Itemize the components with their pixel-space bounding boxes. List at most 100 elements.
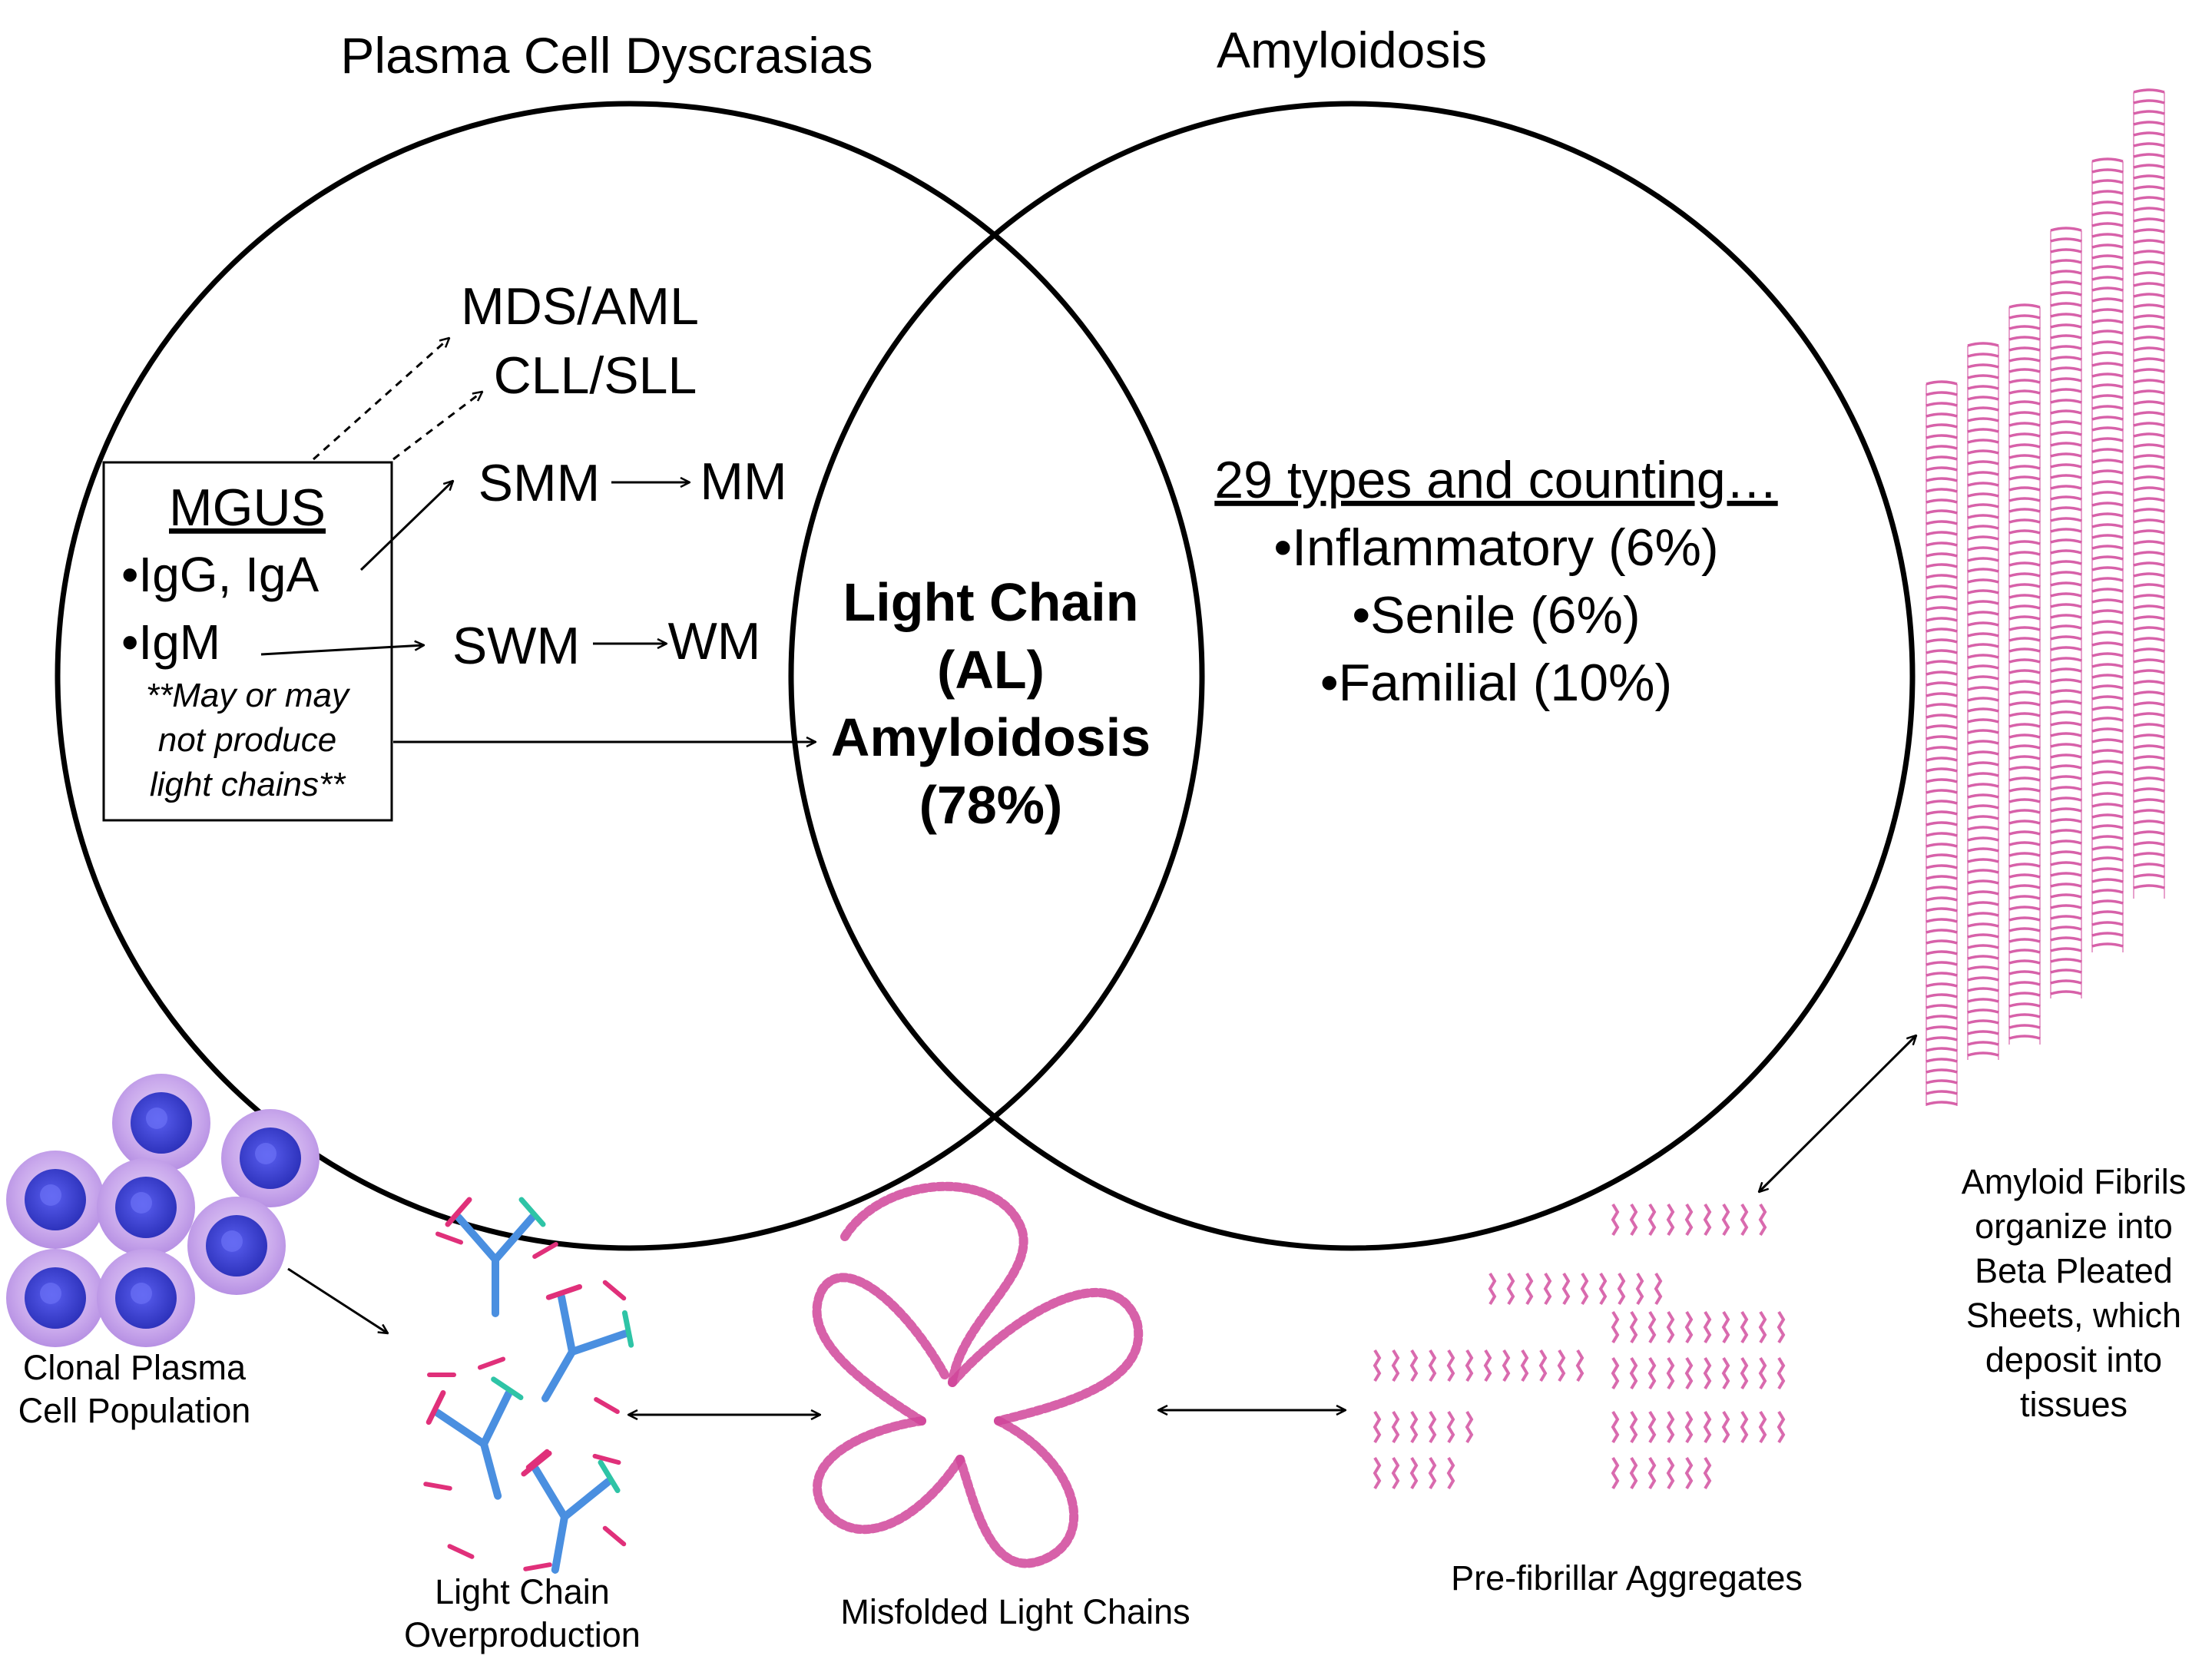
free-light-chain	[532, 1242, 558, 1259]
aggregate-pleat	[1575, 1349, 1584, 1382]
aggregate-pleat	[1647, 1310, 1657, 1344]
aggregate-pleat	[1647, 1356, 1657, 1390]
aggregate-pleat	[1483, 1349, 1492, 1382]
aggregate-pleat	[1666, 1203, 1675, 1237]
aggregate-pleat	[1666, 1310, 1675, 1344]
arrow-igm-to-swm	[260, 645, 424, 656]
free-light-chain	[525, 1449, 550, 1470]
label-mds-aml: MDS/AML	[461, 277, 699, 336]
clonal-label-line2: Cell Population	[18, 1391, 251, 1430]
aggregate-pleat	[1428, 1410, 1437, 1444]
al-line4: (78%)	[919, 775, 1063, 835]
aggregate-pleat	[1703, 1310, 1712, 1344]
misfolded-chain-ribbon	[955, 1416, 1079, 1568]
free-light-chain	[592, 1453, 621, 1465]
aggregate-pleat	[1647, 1203, 1657, 1237]
aggregate-pleat	[1611, 1203, 1620, 1237]
amyloid-familial: •Familial (10%)	[1320, 654, 1672, 712]
aggregate-pleat	[1758, 1203, 1767, 1237]
beta-sheet-column	[2050, 227, 2082, 998]
label-cll-sll: CLL/SLL	[494, 346, 697, 405]
beta-sheet-column	[1967, 342, 1999, 1060]
free-light-chain	[602, 1280, 627, 1301]
aggregate-pleat	[1666, 1410, 1675, 1444]
aggregate-pleat	[1740, 1410, 1749, 1444]
beta-sheet-column	[2008, 303, 2041, 1045]
label-mm: MM	[700, 452, 786, 511]
aggregate-pleat	[1635, 1272, 1644, 1306]
overproduction-label-line2: Overproduction	[404, 1615, 641, 1654]
aggregate-pleat	[1446, 1349, 1455, 1382]
antibody	[541, 1283, 634, 1402]
overproduction-label-line1: Light Chain	[435, 1572, 610, 1611]
plasma-cell	[112, 1074, 210, 1172]
amyloid-inflammatory: •Inflammatory (6%)	[1273, 518, 1718, 577]
aggregate-pleat	[1543, 1272, 1552, 1306]
fibrils-label-line6: tissues	[2020, 1385, 2128, 1424]
aggregate-pleat	[1703, 1410, 1712, 1444]
aggregate-pleat	[1684, 1456, 1694, 1490]
misfolded-chain-ribbon	[813, 1416, 965, 1535]
aggregate-pleat	[1465, 1410, 1474, 1444]
aggregate-pleat	[1721, 1310, 1730, 1344]
aggregate-pleat	[1758, 1356, 1767, 1390]
mgus-note-line3: light chains**	[150, 766, 346, 803]
misfolded-light-chains	[812, 1181, 1144, 1568]
plasma-cell	[221, 1109, 320, 1207]
aggregate-pleat	[1446, 1410, 1455, 1444]
arrow-cells-to-overproduction	[287, 1267, 388, 1333]
aggregate-pleat	[1629, 1310, 1638, 1344]
al-line1: Light Chain	[843, 572, 1139, 632]
plasma-cell	[187, 1197, 286, 1295]
aggregate-pleat	[1617, 1272, 1626, 1306]
amyloid-types-heading: 29 types and counting…	[1214, 451, 1777, 509]
mgus-note-line2: not produce	[158, 721, 336, 759]
aggregate-pleat	[1666, 1356, 1675, 1390]
aggregate-pleat	[1703, 1203, 1712, 1237]
free-light-chain	[523, 1562, 552, 1571]
mgus-box	[102, 461, 393, 822]
aggregate-pleat	[1611, 1456, 1620, 1490]
aggregate-pleat	[1777, 1410, 1786, 1444]
fibrils-label-line1: Amyloid Fibrils	[1962, 1162, 2187, 1201]
misfolded-label: Misfolded Light Chains	[840, 1592, 1190, 1631]
aggregate-pleat	[1391, 1349, 1400, 1382]
aggregate-pleat	[1409, 1456, 1419, 1490]
aggregate-pleat	[1654, 1272, 1663, 1306]
prefibrillar-label: Pre-fibrillar Aggregates	[1451, 1558, 1803, 1598]
fibrils-label-line3: Beta Pleated	[1975, 1251, 2173, 1290]
amyloid-fibril-sheets	[1926, 88, 2165, 1106]
beta-sheet-column	[1926, 380, 1958, 1106]
aggregate-pleat	[1428, 1349, 1437, 1382]
aggregate-pleat	[1666, 1456, 1675, 1490]
aggregate-pleat	[1598, 1272, 1608, 1306]
aggregate-pleat	[1647, 1456, 1657, 1490]
label-wm: WM	[668, 612, 761, 671]
aggregate-pleat	[1721, 1410, 1730, 1444]
aggregate-pleat	[1721, 1356, 1730, 1390]
mgus-title: MGUS	[169, 478, 326, 537]
free-light-chain	[435, 1231, 464, 1245]
misfolded-chain-ribbon	[948, 1287, 1144, 1426]
aggregate-pleat	[1506, 1272, 1515, 1306]
aggregate-pleat	[1446, 1456, 1455, 1490]
aggregate-pleat	[1629, 1356, 1638, 1390]
light-chain-antibodies	[423, 1197, 634, 1574]
aggregate-pleat	[1740, 1310, 1749, 1344]
aggregate-pleat	[1611, 1310, 1620, 1344]
aggregate-pleat	[1373, 1456, 1382, 1490]
aggregate-pleat	[1611, 1410, 1620, 1444]
fibrils-label-line4: Sheets, which	[1966, 1296, 2181, 1335]
aggregate-pleat	[1391, 1410, 1400, 1444]
left-circle-title: Plasma Cell Dyscrasias	[340, 27, 873, 84]
aggregate-pleat	[1684, 1410, 1694, 1444]
arrow-mgus-to-mds	[313, 338, 449, 461]
plasma-cell	[97, 1249, 195, 1347]
amyloid-senile: •Senile (6%)	[1352, 586, 1640, 644]
plasma-cell-cluster	[6, 1074, 320, 1347]
aggregate-pleat	[1740, 1356, 1749, 1390]
aggregate-pleat	[1777, 1310, 1786, 1344]
aggregate-pleat	[1488, 1272, 1497, 1306]
aggregate-pleat	[1391, 1456, 1400, 1490]
